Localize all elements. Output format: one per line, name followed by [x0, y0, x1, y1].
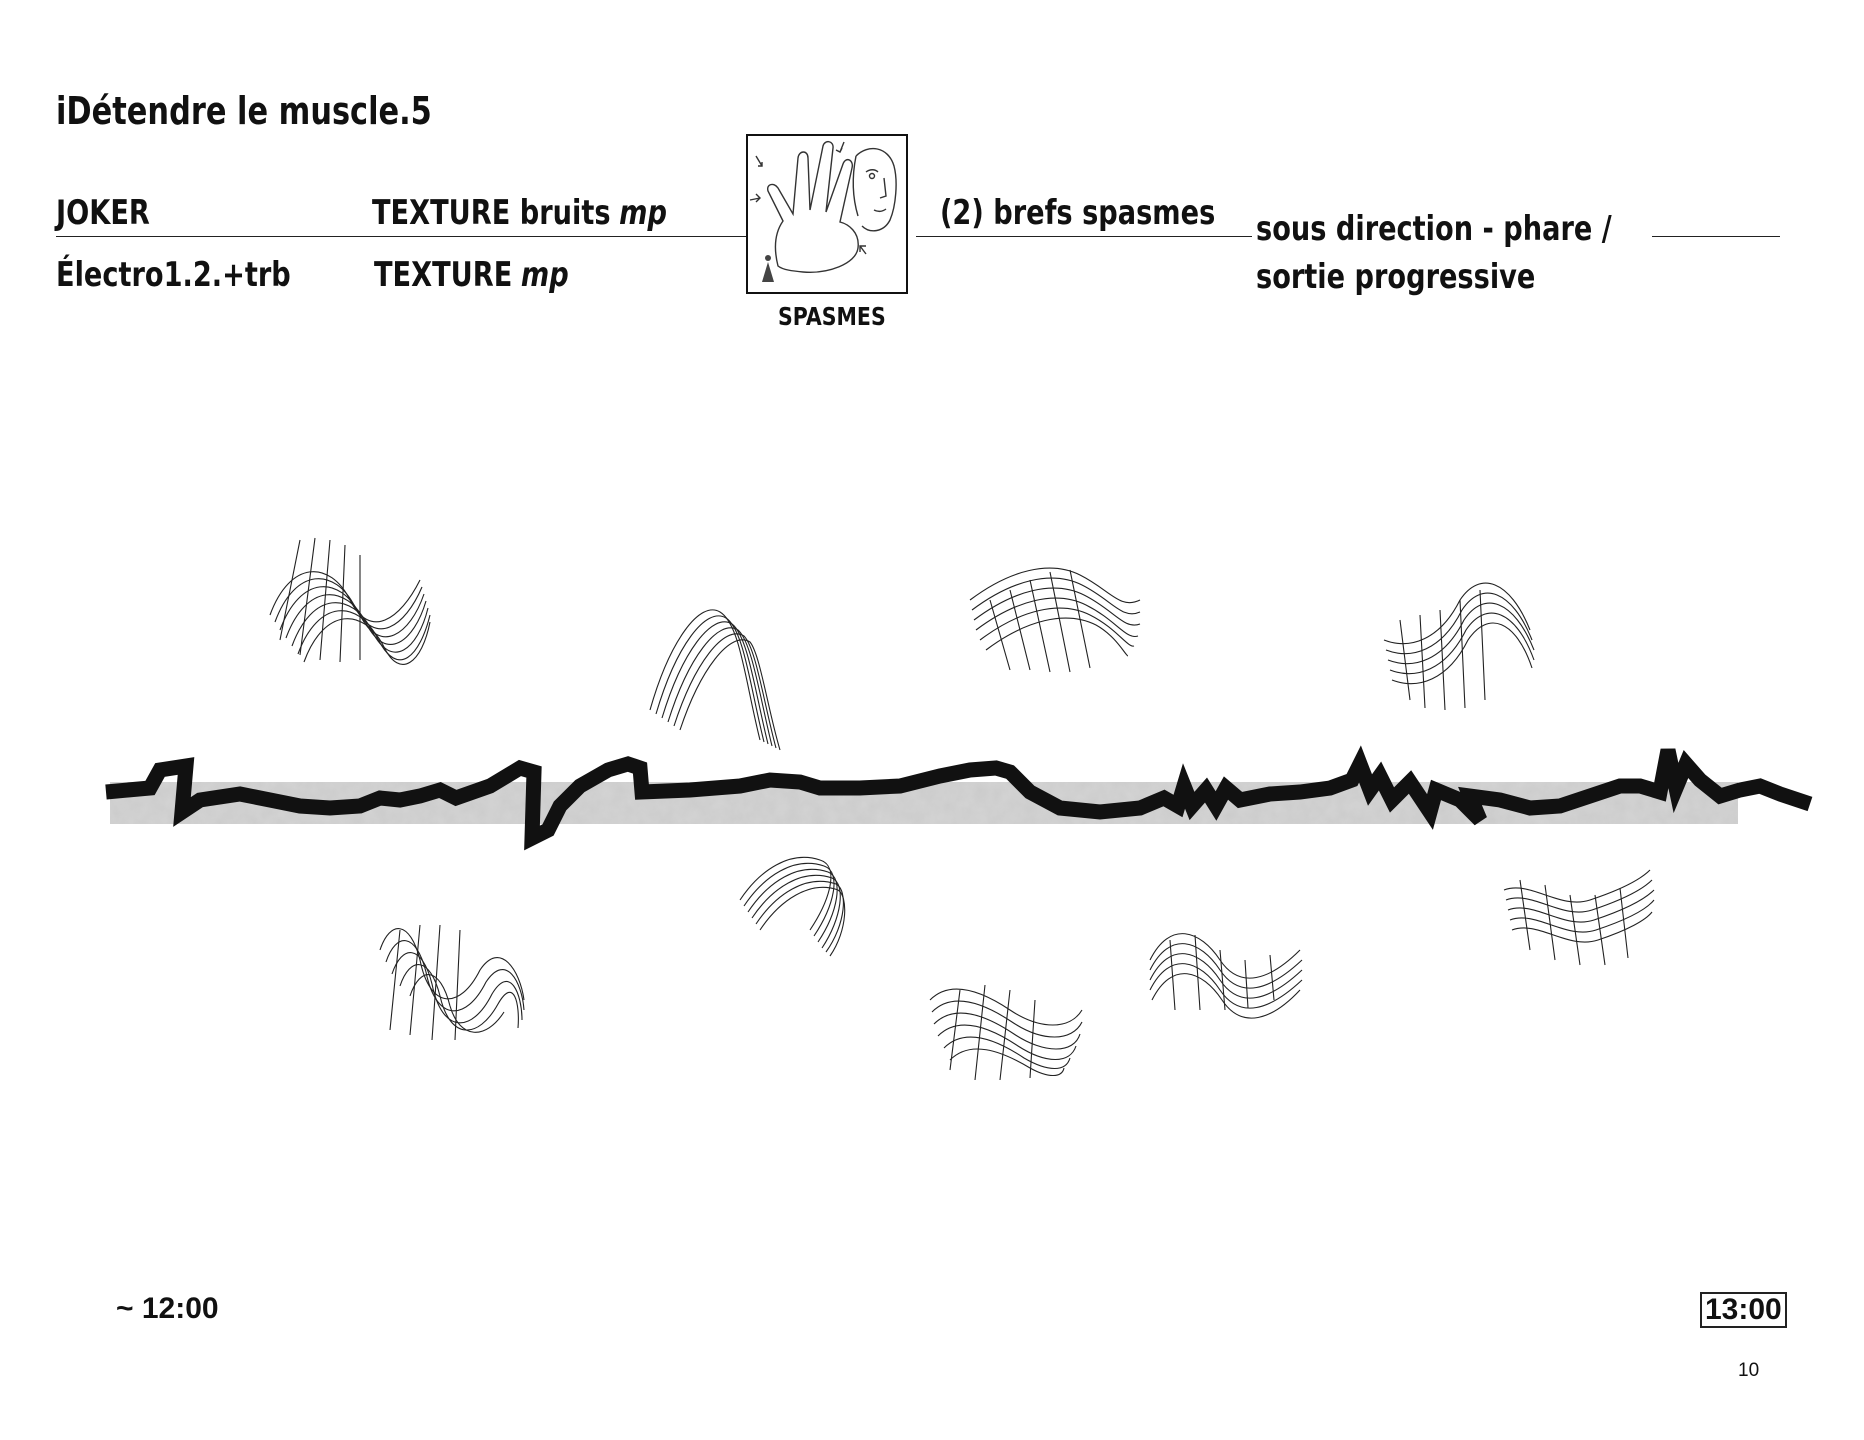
dynamic-mp-2: mp — [520, 255, 569, 295]
spasmes-pictogram — [746, 134, 908, 294]
dynamic-mp-1: mp — [619, 193, 667, 233]
start-time-marker: ~ 12:00 — [116, 1292, 219, 1325]
page-title: iDétendre le muscle.5 — [56, 89, 432, 133]
mesh-3 — [969, 567, 1141, 673]
texture-line: TEXTURE mp — [374, 258, 569, 292]
texture-noise-line: TEXTURE bruits mp — [372, 196, 667, 230]
mesh-shapes — [269, 537, 1655, 1081]
mesh-7 — [929, 984, 1083, 1081]
staff-line-upper-mid — [916, 236, 1252, 237]
staff-line-upper-left — [56, 236, 746, 237]
staff-line-upper-right — [1652, 236, 1780, 237]
spasm-line — [105, 745, 1813, 851]
mesh-6 — [379, 924, 525, 1041]
event-brief-spasms: (2) brefs spasmes — [940, 193, 1216, 233]
mesh-9 — [1503, 869, 1655, 966]
mesh-4 — [1383, 582, 1535, 711]
end-time-marker: 13:00 — [1700, 1292, 1787, 1328]
pictogram-caption: SPASMES — [778, 302, 886, 331]
mesh-2 — [649, 609, 781, 751]
hand-and-face-sketch-icon — [749, 141, 897, 282]
mesh-8 — [1149, 933, 1303, 1019]
direction-line-1: sous direction - phare / — [1256, 209, 1612, 249]
direction-line-2: sortie progressive — [1256, 257, 1536, 297]
texture-noise-label: TEXTURE bruits — [372, 193, 611, 233]
part-electro-label: Électro1.2.+trb — [56, 255, 291, 295]
mesh-1 — [269, 537, 431, 665]
mesh-5 — [739, 856, 846, 957]
part-joker-label: JOKER — [56, 193, 150, 233]
page-number: 10 — [1738, 1360, 1760, 1381]
texture-label: TEXTURE — [374, 255, 513, 295]
